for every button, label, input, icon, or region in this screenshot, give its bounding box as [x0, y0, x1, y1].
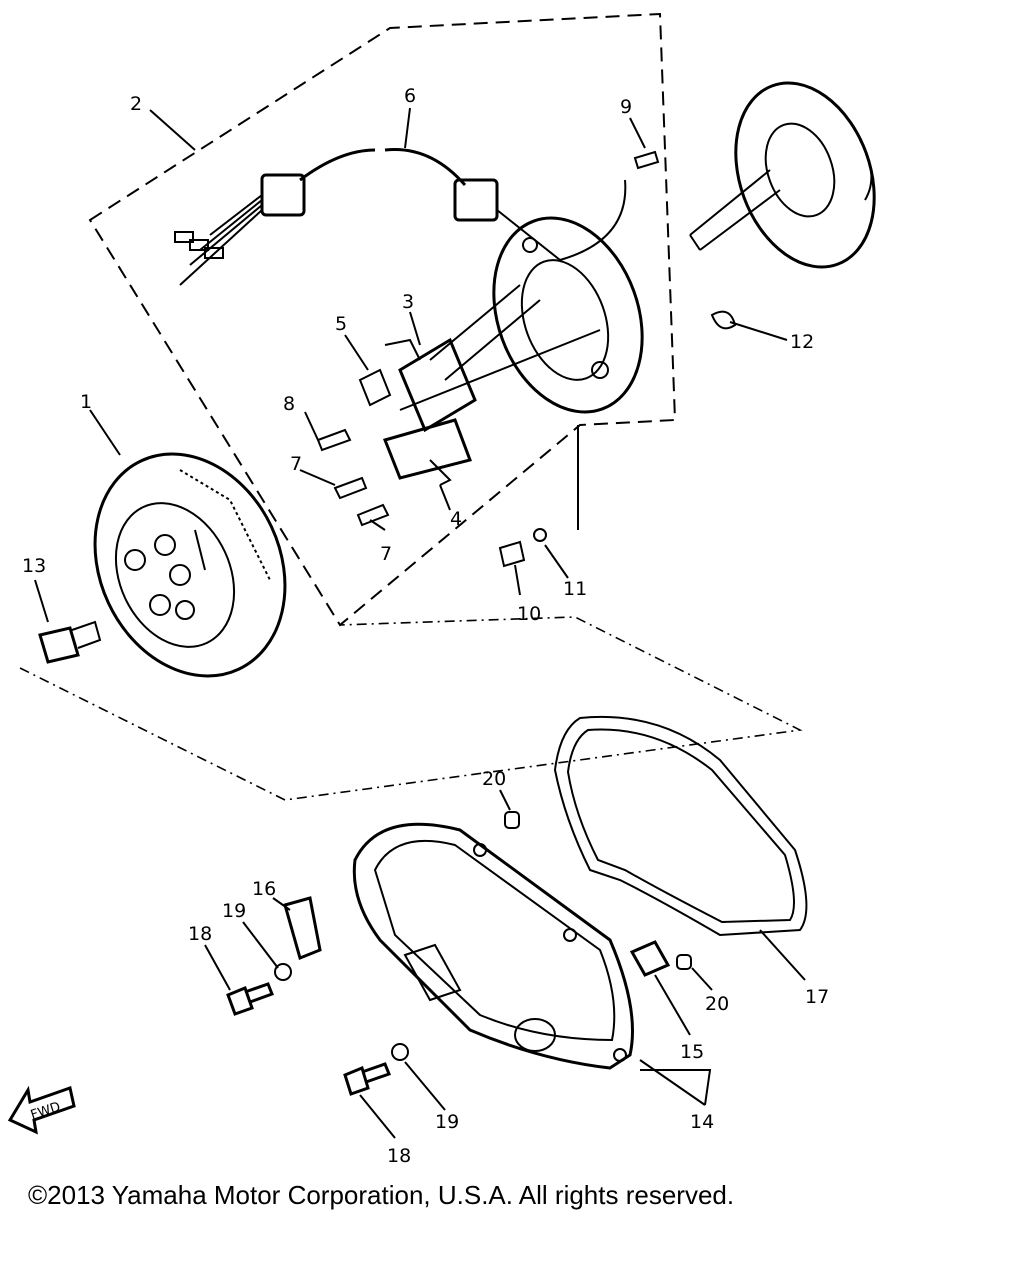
callout-15: 15: [680, 1041, 704, 1063]
flywheel: [93, 452, 287, 678]
crankshaft-end: [689, 81, 876, 269]
dowel-pin-upper: [504, 811, 520, 829]
callout-2: 2: [130, 93, 142, 115]
callout-3: 3: [402, 291, 414, 313]
callout-8: 8: [283, 393, 295, 415]
callout-20a: 20: [482, 768, 506, 790]
copyright-notice: ©2013 Yamaha Motor Corporation, U.S.A. A…: [28, 1180, 735, 1210]
callout-13: 13: [22, 555, 46, 577]
callout-11: 11: [563, 578, 587, 600]
coil-assembly: [358, 337, 477, 486]
flywheel-bolt: [38, 620, 102, 664]
callout-6: 6: [404, 85, 416, 107]
callout-4: 4: [450, 508, 462, 530]
exploded-parts-diagram: FWD 1 2 3 4 5 6 7 7 8 9 10 11 12 13 14 1…: [7, 12, 876, 1167]
bracket: [283, 896, 322, 961]
gasket-inner: [566, 728, 795, 924]
dowel-pin-lower: [676, 954, 692, 970]
screws: [316, 150, 660, 568]
callout-14: 14: [690, 1111, 714, 1133]
callout-7a: 7: [290, 453, 302, 475]
callout-20b: 20: [705, 993, 729, 1015]
callout-17: 17: [805, 986, 829, 1008]
callout-18a: 18: [188, 923, 212, 945]
wire-harness: [174, 147, 627, 286]
crankcase-cover: [352, 822, 634, 1070]
washer-lower: [391, 1043, 409, 1061]
bolt-lower: [343, 1062, 391, 1096]
stator-plate: [399, 216, 644, 414]
callout-5: 5: [335, 313, 347, 335]
callout-1: 1: [80, 391, 92, 413]
stator-assembly-boundary: [88, 12, 677, 627]
fwd-label: FWD: [29, 1100, 62, 1124]
bolt-upper: [226, 982, 274, 1016]
callout-16: 16: [252, 878, 276, 900]
collar: [629, 940, 671, 977]
callout-7b: 7: [380, 543, 392, 565]
leader-lines: [34, 107, 806, 1139]
woodruff-key: [710, 310, 737, 330]
callout-12: 12: [790, 331, 814, 353]
fwd-arrow-icon: FWD: [7, 1085, 76, 1135]
callout-9: 9: [620, 96, 632, 118]
callout-19b: 19: [435, 1111, 459, 1133]
gasket: [553, 715, 808, 937]
reference-boundary: [19, 616, 803, 801]
callout-19a: 19: [222, 900, 246, 922]
washer-upper: [274, 963, 292, 981]
callout-10: 10: [517, 603, 541, 625]
callout-18b: 18: [387, 1145, 411, 1167]
